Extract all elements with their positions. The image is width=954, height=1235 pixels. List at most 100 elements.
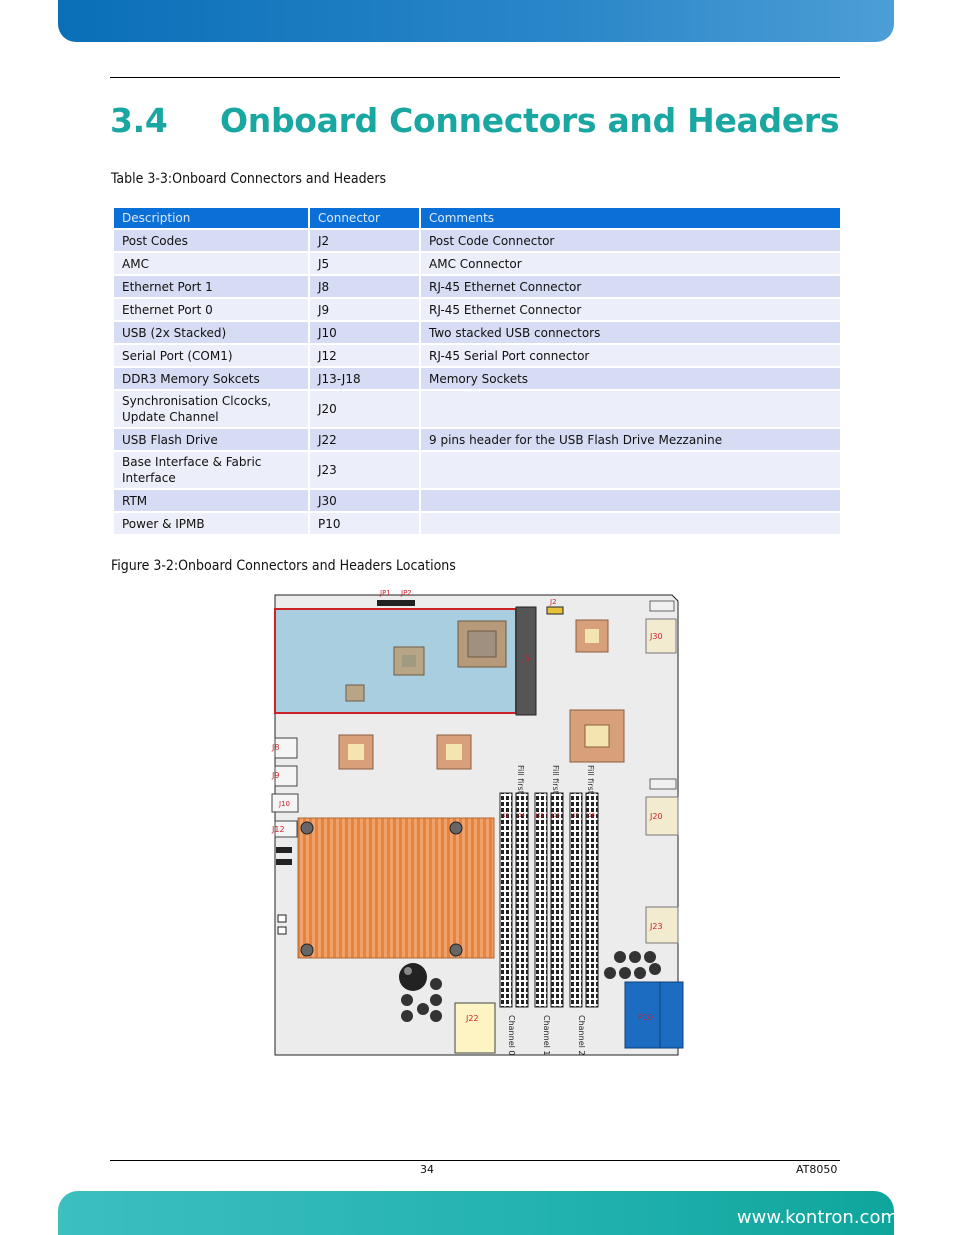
j9-connector — [274, 765, 298, 787]
cell-connector: P10 — [310, 513, 421, 536]
cell-description: Base Interface & Fabric Interface — [114, 452, 310, 490]
cell-comments: RJ-45 Serial Port connector — [421, 345, 840, 368]
capacitor — [399, 963, 427, 991]
cell-comments — [421, 490, 840, 513]
amc-connector — [515, 606, 537, 716]
cell-connector: J5 — [310, 253, 421, 276]
label-p10: P10 — [638, 1013, 653, 1022]
dimm-socket-j15 — [534, 792, 548, 1008]
label-j23: J23 — [649, 922, 663, 931]
led — [276, 847, 292, 853]
cell-comments: Two stacked USB connectors — [421, 322, 840, 345]
cell-description: Power & IPMB — [114, 513, 310, 536]
j30-connector — [645, 618, 677, 654]
table-caption: Table 3-3:Onboard Connectors and Headers — [111, 171, 387, 187]
capacitor-highlight — [404, 967, 412, 975]
fill-first-label: Fill first — [516, 765, 525, 794]
cell-description: RTM — [114, 490, 310, 513]
figure-caption: Figure 3-2:Onboard Connectors and Header… — [111, 558, 456, 574]
cell-description: USB (2x Stacked) — [114, 322, 310, 345]
label-j5: J5 — [521, 654, 529, 663]
website-link[interactable]: www.kontron.com — [736, 1207, 898, 1228]
board-layout-figure: J5 JP1 JP2 J2 J30 J8 J9 J10 J12 — [271, 589, 684, 1056]
cell-comments: Post Code Connector — [421, 230, 840, 253]
cell-comments: Memory Sockets — [421, 368, 840, 391]
section-number: 3.4 — [110, 101, 168, 140]
cell-description: Ethernet Port 1 — [114, 276, 310, 299]
label-j2: J2 — [549, 598, 557, 606]
cell-description: AMC — [114, 253, 310, 276]
capacitor-group — [604, 951, 661, 979]
dimm-sockets — [499, 792, 599, 1008]
jp-header — [377, 600, 415, 606]
label-j18: J18 — [586, 813, 595, 819]
cell-connector: J13-J18 — [310, 368, 421, 391]
label-j14: J14 — [516, 813, 525, 819]
channel-label: Channel 0 — [507, 1015, 516, 1055]
cell-connector: J8 — [310, 276, 421, 299]
cell-comments — [421, 391, 840, 429]
cell-comments: 9 pins header for the USB Flash Drive Me… — [421, 429, 840, 452]
chip-die — [446, 744, 462, 760]
cell-description: Ethernet Port 0 — [114, 299, 310, 322]
label-j16: J16 — [551, 813, 560, 819]
cell-description: Post Codes — [114, 230, 310, 253]
cell-connector: J23 — [310, 452, 421, 490]
label-j12: J12 — [271, 825, 285, 834]
screw — [449, 943, 463, 957]
top-banner — [58, 0, 894, 42]
cell-connector: J2 — [310, 230, 421, 253]
screw — [300, 821, 314, 835]
column-header-comments: Comments — [421, 208, 840, 230]
channel-label: Channel 1 — [542, 1015, 551, 1055]
chip-die — [585, 629, 599, 643]
document-id: AT8050 — [796, 1163, 838, 1176]
cell-connector: J10 — [310, 322, 421, 345]
label-j17: J17 — [570, 813, 579, 819]
j23-connector — [645, 906, 679, 944]
j22-connector — [454, 1002, 496, 1054]
cell-connector: J12 — [310, 345, 421, 368]
column-header-connector: Connector — [310, 208, 421, 230]
processor-die — [584, 724, 610, 748]
j8-connector — [274, 737, 298, 759]
latch — [649, 600, 675, 612]
cell-connector: J9 — [310, 299, 421, 322]
cell-description: DDR3 Memory Sokcets — [114, 368, 310, 391]
cell-comments — [421, 452, 840, 490]
page-number: 34 — [420, 1163, 434, 1176]
label-j9: J9 — [271, 771, 279, 780]
connectors-table: Description Connector Comments Post Code… — [114, 208, 840, 536]
table-header-row: Description Connector Comments — [114, 208, 840, 230]
chip — [345, 684, 365, 702]
chip-die — [467, 630, 497, 658]
column-header-description: Description — [114, 208, 310, 230]
cell-comments: RJ-45 Ethernet Connector — [421, 276, 840, 299]
footer-rule — [110, 1160, 840, 1161]
j20-connector — [645, 796, 679, 836]
screw — [300, 943, 314, 957]
section-title: Onboard Connectors and Headers — [220, 101, 840, 140]
screw — [449, 821, 463, 835]
cell-comments — [421, 513, 840, 536]
led — [277, 926, 287, 935]
cell-connector: J30 — [310, 490, 421, 513]
capacitor-group — [401, 978, 442, 1022]
section-heading: 3.4 Onboard Connectors and Headers — [110, 101, 840, 140]
p10-connector — [624, 981, 684, 1049]
label-j30: J30 — [649, 632, 663, 641]
label-jp1: JP1 — [379, 589, 391, 597]
label-j20: J20 — [649, 812, 663, 821]
cell-connector: J20 — [310, 391, 421, 429]
header-rule — [110, 77, 840, 78]
chip-die — [402, 655, 416, 667]
cell-comments: RJ-45 Ethernet Connector — [421, 299, 840, 322]
cell-connector: J22 — [310, 429, 421, 452]
